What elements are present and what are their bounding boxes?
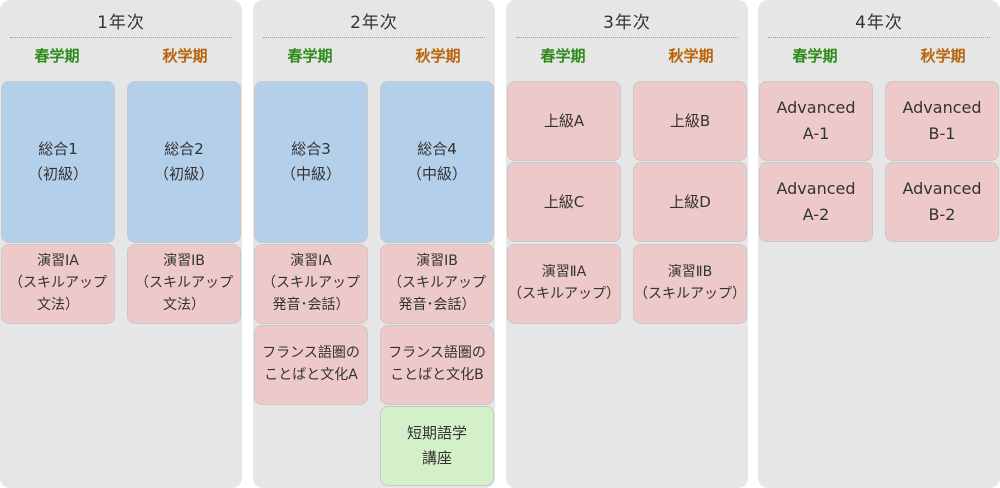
course-label: Advanced: [776, 98, 856, 118]
course-box-advanced-a2: Advanced A-2: [759, 162, 873, 242]
course-box-francophone-culture-a: フランス語圏の ことばと文化A: [254, 325, 368, 405]
course-label: 上級D: [669, 192, 711, 211]
course-box-advanced-a1: Advanced A-1: [759, 81, 873, 161]
course-label: 講座: [421, 449, 452, 467]
course-label: Advanced: [776, 179, 856, 199]
year-title: 2年次: [350, 13, 398, 33]
autumn-semester-label: 秋学期: [415, 47, 461, 65]
course-label: （中級）: [406, 165, 467, 183]
course-label: フランス語圏の: [262, 345, 360, 362]
divider: [10, 37, 232, 38]
course-label: 演習IA: [37, 253, 79, 270]
course-label: 演習ⅡA: [541, 264, 587, 281]
course-label: 演習IB: [416, 253, 458, 270]
year-title: 4年次: [855, 13, 903, 33]
course-label: 発音･会話）: [398, 296, 476, 313]
course-box-advanced-d: 上級D: [633, 162, 747, 242]
autumn-semester-label: 秋学期: [162, 47, 208, 65]
course-label: （スキルアップ: [262, 275, 360, 292]
course-box-advanced-b2: Advanced B-2: [885, 162, 999, 242]
course-box-advanced-b: 上級B: [633, 81, 747, 161]
course-label: ことばと文化A: [264, 367, 358, 383]
divider: [768, 37, 990, 38]
spring-semester-label: 春学期: [287, 47, 333, 65]
course-label: 文法）: [37, 296, 79, 313]
course-label: （スキルアップ）: [634, 286, 746, 302]
course-label: （初級）: [27, 165, 88, 183]
course-label: 短期語学: [406, 424, 467, 443]
course-label: 演習ⅡB: [667, 264, 713, 281]
course-label: 総合2: [164, 140, 204, 159]
course-box-advanced-a: 上級A: [507, 81, 621, 161]
course-label: （初級）: [153, 165, 214, 183]
course-label: （スキルアップ: [388, 275, 486, 292]
course-label: 上級A: [543, 111, 585, 130]
course-label: （スキルアップ: [9, 275, 107, 292]
course-box-enshu-2a: 演習ⅡA （スキルアップ）: [507, 244, 621, 324]
autumn-semester-label: 秋学期: [668, 47, 714, 65]
course-box-enshu-1b: 演習IB （スキルアップ 発音･会話）: [380, 244, 494, 324]
course-box-short-language-course: 短期語学 講座: [380, 406, 494, 486]
course-label: 文法）: [163, 296, 205, 313]
course-box-advanced-c: 上級C: [507, 162, 621, 242]
course-box-enshu-2b: 演習ⅡB （スキルアップ）: [633, 244, 747, 324]
divider: [263, 37, 485, 38]
course-label: A-1: [802, 124, 830, 143]
course-box-enshu-1a: 演習IA （スキルアップ 発音･会話）: [254, 244, 368, 324]
course-label: （スキルアップ: [135, 275, 233, 292]
course-label: 上級B: [669, 111, 711, 130]
course-label: 演習IB: [163, 253, 205, 270]
course-box-enshu-1a: 演習IA （スキルアップ 文法）: [1, 244, 115, 324]
course-box-enshu-1b: 演習IB （スキルアップ 文法）: [127, 244, 241, 324]
course-label: ことばと文化B: [390, 367, 484, 383]
year-column-4: 4年次 春学期 秋学期 Advanced A-1 Advanced B-1 Ad…: [758, 0, 1000, 488]
course-label: 発音･会話）: [272, 296, 350, 313]
course-label: Advanced: [902, 179, 982, 199]
spring-semester-label: 春学期: [540, 47, 586, 65]
course-label: （中級）: [280, 165, 341, 183]
course-label: B-2: [928, 205, 956, 224]
year-column-2: 2年次 春学期 秋学期 総合3 （中級） 総合4 （中級） 演習IA （スキルア…: [253, 0, 495, 488]
course-label: B-1: [928, 124, 956, 143]
course-box-francophone-culture-b: フランス語圏の ことばと文化B: [380, 325, 494, 405]
course-label: 上級C: [543, 192, 585, 211]
course-label: 演習IA: [290, 253, 332, 270]
autumn-semester-label: 秋学期: [920, 47, 966, 65]
course-label: A-2: [802, 205, 830, 224]
year-title: 3年次: [603, 13, 651, 33]
course-label: 総合3: [291, 140, 331, 159]
course-box-sogo4: 総合4 （中級）: [380, 81, 494, 243]
course-label: 総合1: [38, 140, 78, 159]
course-label: 総合4: [417, 140, 457, 159]
course-box-sogo2: 総合2 （初級）: [127, 81, 241, 243]
year-title: 1年次: [97, 13, 145, 33]
year-column-3: 3年次 春学期 秋学期 上級A 上級B 上級C 上級D 演習ⅡA （スキルアップ…: [506, 0, 748, 488]
course-label: Advanced: [902, 98, 982, 118]
year-column-1: 1年次 春学期 秋学期 総合1 （初級） 総合2 （初級） 演習IA （スキルア…: [0, 0, 242, 488]
course-label: （スキルアップ）: [508, 286, 620, 302]
spring-semester-label: 春学期: [792, 47, 838, 65]
course-box-sogo3: 総合3 （中級）: [254, 81, 368, 243]
course-label: フランス語圏の: [388, 345, 486, 362]
course-box-sogo1: 総合1 （初級）: [1, 81, 115, 243]
divider: [516, 37, 738, 38]
spring-semester-label: 春学期: [34, 47, 80, 65]
course-box-advanced-b1: Advanced B-1: [885, 81, 999, 161]
